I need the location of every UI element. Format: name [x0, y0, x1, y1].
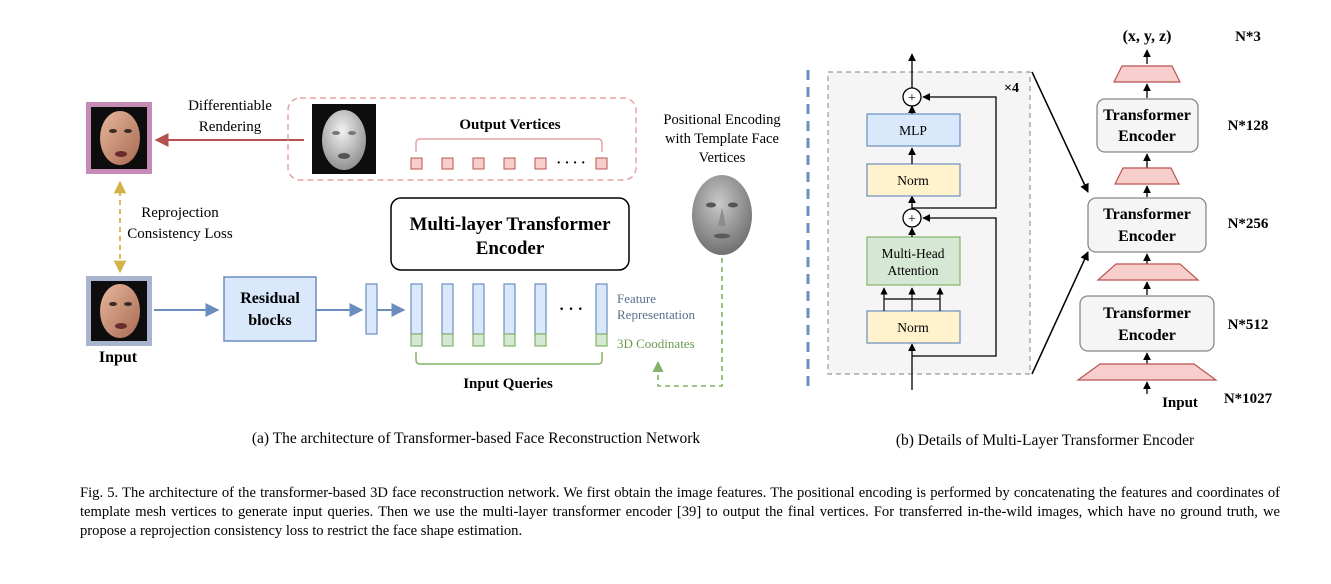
- input-queries-ellipsis: · · ·: [559, 301, 583, 318]
- input-query-columns: [410, 283, 608, 347]
- label-reprojection: Reprojection: [141, 205, 219, 221]
- coordinates-label: 3D Coodinates: [617, 336, 695, 351]
- projection-trapezoid-3: [1096, 263, 1200, 281]
- te1-label-1: Transformer: [1103, 107, 1191, 124]
- plus-label-top: +: [908, 91, 916, 106]
- label-differentiable: Differentiable: [188, 98, 272, 114]
- input-queries-bracket: [415, 352, 603, 365]
- te2-label-2: Encoder: [1118, 228, 1176, 245]
- input-face-thumbnail: [86, 276, 152, 346]
- output-mesh-face: [312, 104, 376, 174]
- positional-encoding-label-3: Vertices: [699, 150, 746, 166]
- input-label: Input: [99, 349, 138, 366]
- output-vertex-squares: [410, 157, 608, 170]
- encoder-title-2: Encoder: [476, 238, 545, 259]
- skip-connection-bottom: [912, 214, 997, 357]
- norm-label-top: Norm: [897, 173, 929, 188]
- mlp-label: MLP: [899, 123, 927, 138]
- feature-vector: [365, 283, 378, 335]
- norm-label-bottom: Norm: [897, 320, 929, 335]
- dim-label-5: N*1027: [1224, 391, 1273, 407]
- dim-label-3: N*256: [1228, 216, 1269, 232]
- mha-label-1: Multi-Head: [882, 246, 945, 261]
- multilayer-encoder-box: [390, 197, 630, 271]
- plus-label-bottom: +: [908, 212, 916, 227]
- transformer-encoder-box-3: [1079, 295, 1215, 352]
- repeat-count: ×4: [1004, 81, 1019, 96]
- figure-caption: Fig. 5. The architecture of the transfor…: [80, 485, 1280, 539]
- rendered-face-thumbnail: [86, 102, 152, 174]
- norm-box-bottom: [866, 310, 961, 344]
- template-face-mesh: [692, 175, 752, 255]
- residual-label-1: Residual: [240, 290, 300, 307]
- dim-label-1: N*3: [1235, 29, 1261, 45]
- label-rendering: Rendering: [199, 119, 262, 135]
- projection-trapezoid-2: [1114, 167, 1180, 185]
- subcaption-a: (a) The architecture of Transformer-base…: [252, 430, 701, 447]
- panel-b: ×4 Norm Multi-Head Attention + Norm MLP …: [827, 28, 1273, 449]
- multi-head-attention-box: [866, 236, 961, 286]
- positional-encoding-label-1: Positional Encoding: [663, 112, 780, 128]
- input-queries-label: Input Queries: [463, 376, 553, 392]
- label-consistency-loss: Consistency Loss: [127, 226, 233, 242]
- subcaption-b: (b) Details of Multi-Layer Transformer E…: [896, 432, 1195, 449]
- zoom-line-bottom: [1031, 251, 1089, 375]
- residual-blocks-box: [223, 276, 317, 342]
- mha-label-2: Attention: [888, 263, 939, 278]
- encoder-title-1: Multi-layer Transformer: [409, 214, 611, 235]
- residual-label-2: blocks: [248, 312, 292, 329]
- dim-label-2: N*128: [1228, 118, 1269, 134]
- stack-input-label: Input: [1162, 395, 1198, 411]
- output-vertices-label: Output Vertices: [459, 117, 560, 133]
- positional-encoding-label-2: with Template Face: [665, 131, 779, 147]
- projection-trapezoid-1: [1113, 65, 1181, 83]
- te3-label-2: Encoder: [1118, 327, 1176, 344]
- te3-label-1: Transformer: [1103, 305, 1191, 322]
- output-vertices-group: [287, 97, 637, 181]
- output-xyz-label: (x, y, z): [1123, 28, 1172, 45]
- transformer-encoder-box-2: [1087, 197, 1207, 253]
- mlp-box: [866, 113, 961, 147]
- dim-label-4: N*512: [1228, 317, 1269, 333]
- skip-connection-top: [912, 93, 997, 209]
- te1-label-2: Encoder: [1118, 128, 1176, 145]
- norm-box-top: [866, 163, 961, 197]
- zoom-line-top: [1031, 71, 1089, 193]
- positional-encoding-arrow: [652, 258, 723, 387]
- feature-representation-label-2: Representation: [617, 307, 695, 322]
- output-vertices-ellipsis: · · · ·: [556, 156, 585, 171]
- transformer-encoder-box-1: [1096, 98, 1199, 153]
- feature-representation-label-1: Feature: [617, 291, 656, 306]
- projection-trapezoid-4: [1076, 363, 1218, 381]
- te2-label-1: Transformer: [1103, 206, 1191, 223]
- panel-a: Differentiable Rendering Output Vertices…: [86, 97, 781, 447]
- output-vertices-bracket: [415, 138, 603, 152]
